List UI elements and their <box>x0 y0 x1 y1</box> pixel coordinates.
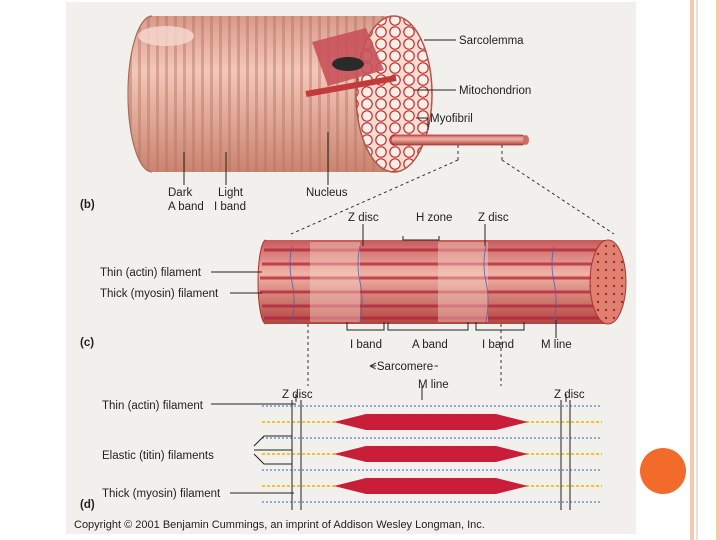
leader-lines-b <box>183 39 456 185</box>
myofibril-illustration <box>257 239 627 325</box>
panel-label-c: (c) <box>80 337 94 349</box>
label-z-disc-right: Z disc <box>478 212 509 224</box>
label-a-band-b: A band <box>168 201 204 213</box>
label-z-disc-d-left: Z disc <box>282 389 313 401</box>
label-z-disc-d-right: Z disc <box>554 389 585 401</box>
muscle-structure-diagram: Sarcolemma Mitochondrion Myofibril Dark … <box>66 2 636 534</box>
label-sarcomere: Sarcomere <box>377 361 433 373</box>
slide-frame-line <box>690 0 694 540</box>
label-thick-filament: Thick (myosin) filament <box>100 288 219 300</box>
label-sarcolemma: Sarcolemma <box>459 35 524 47</box>
muscle-diagram-slide: Sarcolemma Mitochondrion Myofibril Dark … <box>66 2 636 534</box>
label-i-band-right: I band <box>482 339 514 351</box>
label-light: Light <box>218 187 244 199</box>
sarcomere-filaments <box>262 400 602 510</box>
slide-frame-line <box>696 0 698 540</box>
label-i-band-b: I band <box>214 201 246 213</box>
panel-label-b: (b) <box>80 199 95 211</box>
slide-frame-line <box>716 0 720 540</box>
orange-dot-decoration <box>640 448 686 494</box>
leader-lines-d <box>211 386 567 494</box>
label-m-line-d: M line <box>418 379 449 391</box>
label-elastic-filaments: Elastic (titin) filaments <box>102 450 214 462</box>
panel-label-d: (d) <box>80 499 95 511</box>
label-thin-filament: Thin (actin) filament <box>100 267 202 279</box>
label-thin-filament-d: Thin (actin) filament <box>102 400 204 412</box>
zoom-lines-c-d <box>307 324 502 386</box>
label-dark: Dark <box>168 187 193 199</box>
label-z-disc-left: Z disc <box>348 212 379 224</box>
label-myofibril: Myofibril <box>430 113 473 125</box>
zoom-lines-b-c <box>290 145 615 235</box>
label-thick-filament-d: Thick (myosin) filament <box>102 488 221 500</box>
leader-lines-c <box>211 224 557 338</box>
label-nucleus: Nucleus <box>306 187 348 199</box>
muscle-fiber-illustration <box>127 15 529 173</box>
label-m-line-c: M line <box>541 339 572 351</box>
label-i-band-left: I band <box>350 339 382 351</box>
label-h-zone: H zone <box>416 212 452 224</box>
copyright-notice: Copyright © 2001 Benjamin Cummings, an i… <box>74 519 485 531</box>
label-a-band-c: A band <box>412 339 448 351</box>
label-mitochondrion: Mitochondrion <box>459 85 531 97</box>
